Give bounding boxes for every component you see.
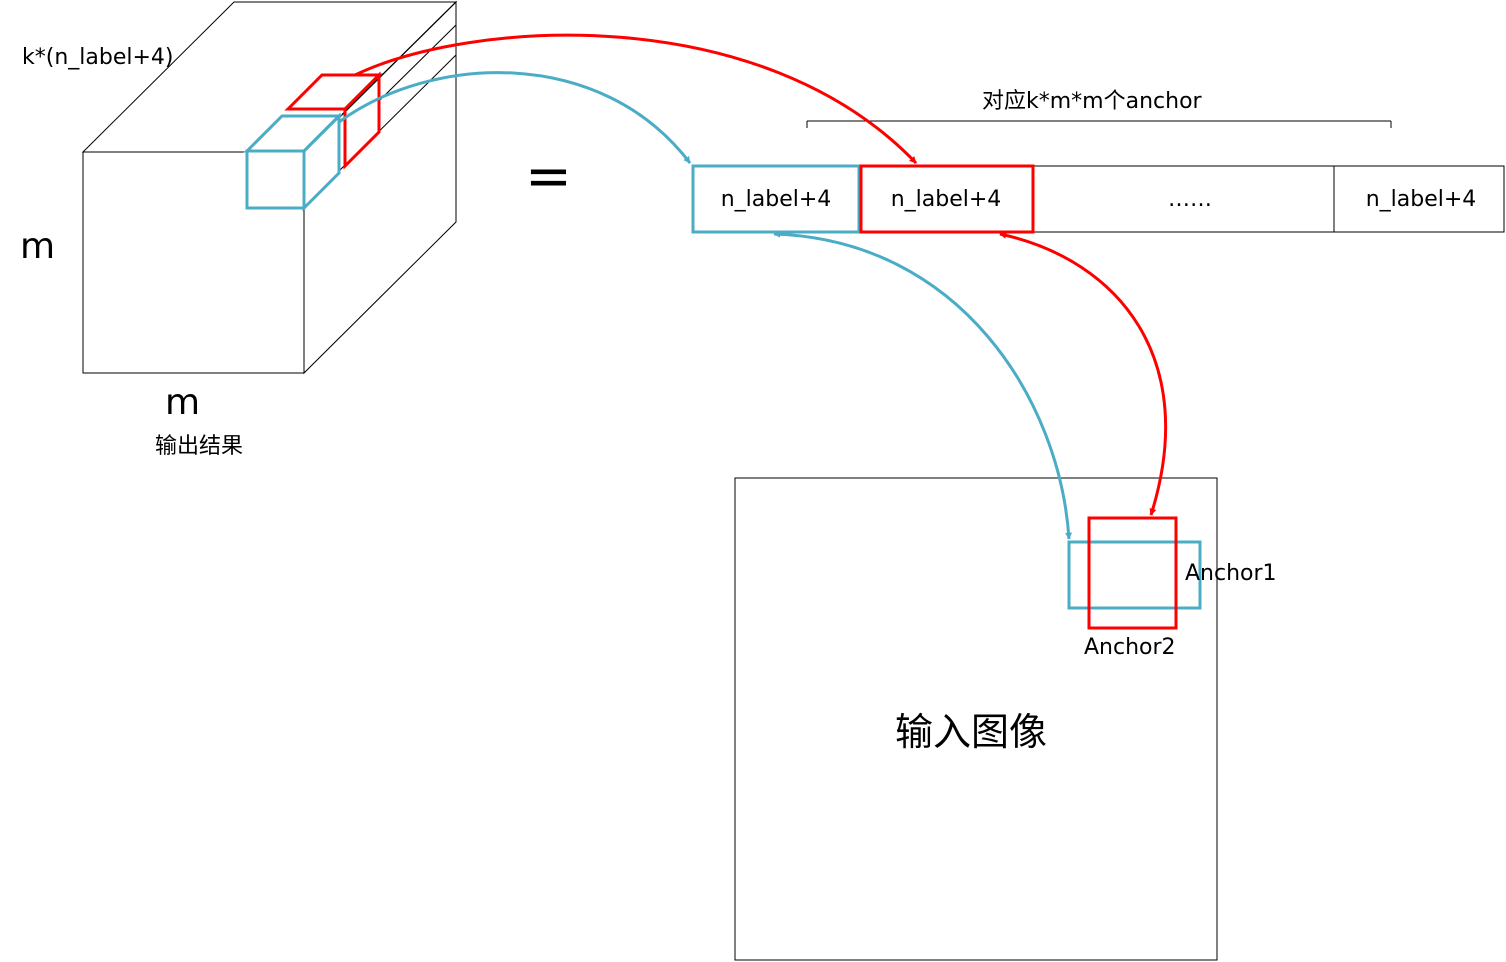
- blue-arrow-cube-to-vector: [338, 71, 692, 164]
- anchor2-label: Anchor2: [1084, 635, 1176, 660]
- vector-cell-1-label: n_label+4: [721, 187, 832, 212]
- anchor2-box: [1087, 516, 1178, 630]
- cube-inner-line: [379, 24, 457, 101]
- blue-arrow-vector-to-anchor1: [773, 230, 1073, 540]
- cube-width-label: m: [165, 382, 200, 423]
- equals-sign: =: [525, 144, 572, 209]
- red-cell-cube: [284, 71, 383, 170]
- red-arrow-cube-to-vector: [354, 33, 918, 165]
- span-bracket: [806, 120, 1392, 128]
- vector-cell-3-label: ……: [1168, 187, 1212, 212]
- cube-height-label: m: [20, 226, 55, 267]
- vector-span-label: 对应k*m*m个anchor: [982, 89, 1203, 114]
- anchor1-label: Anchor1: [1185, 561, 1277, 586]
- cube-caption: 输出结果: [155, 434, 243, 459]
- cube-depth-label: k*(n_label+4): [22, 45, 174, 70]
- cube-side-face: [303, 0, 457, 375]
- red-arrow-vector-to-anchor2: [999, 231, 1168, 516]
- blue-cell-cube: [243, 112, 343, 212]
- input-image-caption: 输入图像: [895, 710, 1047, 754]
- vector-cell-4-label: n_label+4: [1366, 187, 1477, 212]
- cube-front-face: [82, 151, 305, 374]
- anchor1-box: [1067, 540, 1202, 610]
- vector-cell-2-label: n_label+4: [891, 187, 1002, 212]
